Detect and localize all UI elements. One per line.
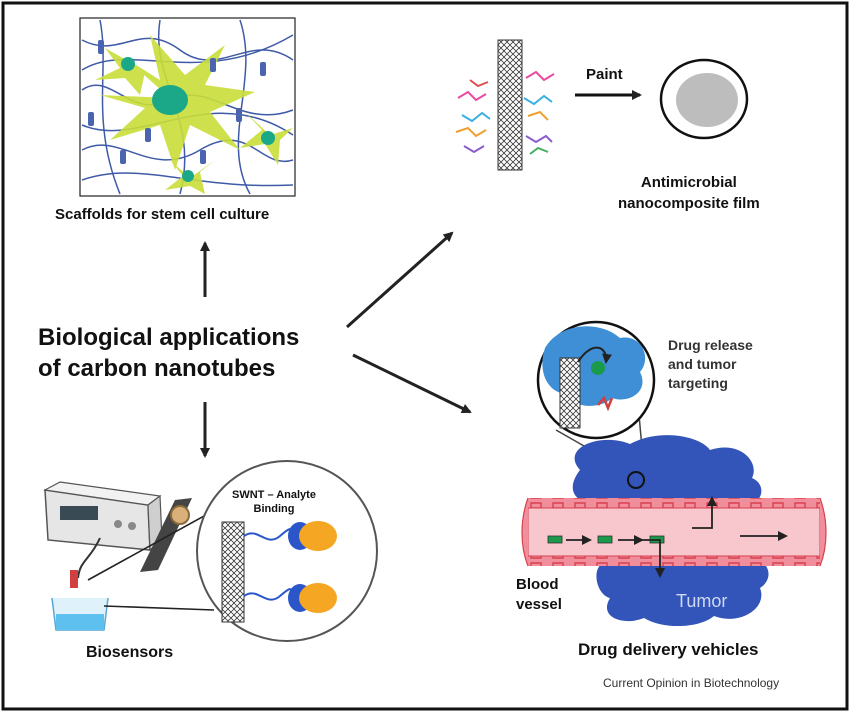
title-line-1: Biological applications [38, 324, 300, 351]
paint-label: Paint [586, 66, 623, 83]
drug-release-label: Drug release and tumor targeting [668, 336, 753, 393]
blood-vessel-illustration [521, 435, 827, 627]
diagram-title: Biological applications of carbon nanotu… [38, 322, 299, 384]
drug-release-line-3: targeting [668, 375, 728, 391]
title-line-2: of carbon nanotubes [38, 355, 276, 382]
swnt-analyte-binding-inset [196, 460, 378, 642]
film-label-line-1: Antimicrobial [640, 174, 737, 191]
arrow-to-drug-delivery [352, 353, 472, 414]
tumor-label: Tumor [676, 591, 728, 611]
blood-label-line-1: Blood [516, 576, 559, 593]
drug-delivery-label: Drug delivery vehicles [578, 640, 759, 659]
swnt-label-line-2: Binding [253, 503, 295, 515]
biosensor-device-illustration [43, 481, 192, 631]
stem-cell-scaffold-illustration [79, 17, 296, 197]
scaffolds-label: Scaffolds for stem cell culture [55, 206, 270, 223]
film-label-line-2: nanocomposite film [618, 195, 760, 212]
swnt-label-line-1: SWNT – Analyte [232, 489, 316, 501]
arrow-to-film [345, 231, 454, 329]
biosensors-label: Biosensors [86, 644, 174, 661]
source-credit: Current Opinion in Biotechnology [603, 676, 780, 690]
drug-release-line-2: and tumor [668, 356, 737, 372]
drug-release-inset [536, 320, 656, 471]
blood-vessel-label: Blood vessel [516, 575, 562, 615]
sensor-connector-lines [87, 504, 225, 611]
drug-release-line-1: Drug release [668, 337, 753, 353]
antimicrobial-nanotube-illustration [455, 39, 555, 171]
antimicrobial-film-label: Antimicrobial nanocomposite film [618, 172, 760, 214]
nanocomposite-film-illustration [659, 58, 749, 140]
swnt-binding-label: SWNT – Analyte Binding [232, 488, 316, 516]
blood-label-line-2: vessel [516, 596, 562, 613]
